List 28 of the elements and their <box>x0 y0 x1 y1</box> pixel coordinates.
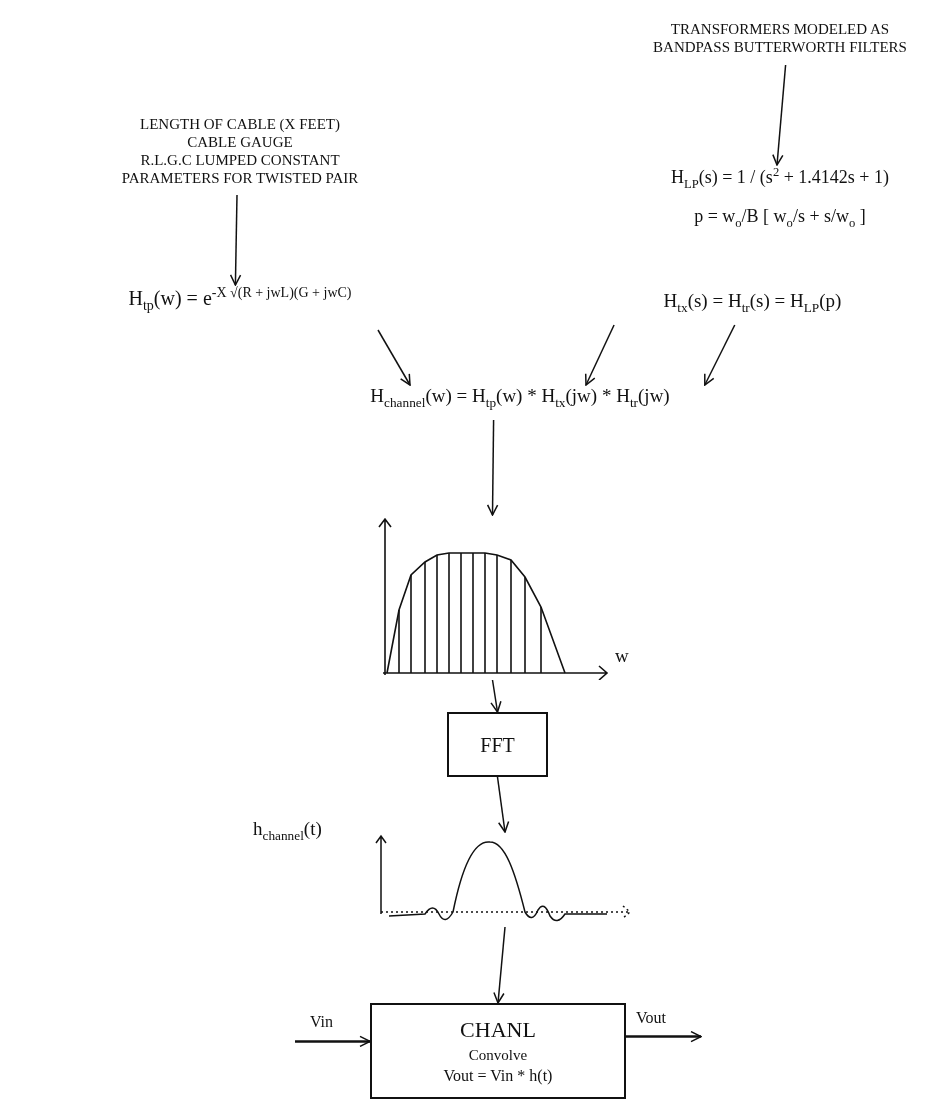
arrow <box>496 776 510 833</box>
box-label: Convolve <box>468 1045 528 1064</box>
formula: H$_{tx}$(s) = H$_{tr}$(s) = H$_{LP}$(p) <box>663 290 842 316</box>
process-box <box>447 712 548 777</box>
axis-label: w <box>615 645 629 667</box>
arrow <box>493 926 506 1004</box>
arrow <box>584 324 615 386</box>
arrow <box>377 329 411 386</box>
formula: H$_{channel}$(w) = H$_{tp}$(w) * H$_{tx}$(jw) * H$_{tr}$(jw) <box>370 385 670 411</box>
box-label: CHANL <box>460 1017 536 1044</box>
annotation-text: TRANSFORMERS MODELED AS BANDPASS BUTTERWORTH FILTERS <box>652 20 908 56</box>
arrow <box>486 419 499 516</box>
formula: p = w$_{o}$/B [ w$_{o}$/s + s/w$_{o}$ ] <box>694 205 866 231</box>
axis-label: h$_{channel}$(t) <box>253 818 322 844</box>
formula: H$_{tp}$(w) = e$^{-X √(R + jwL)(G + jwC)}$ <box>128 285 352 315</box>
box-label: FFT <box>480 732 515 757</box>
arrow <box>704 324 736 386</box>
box-label: Vout = Vin * h(t) <box>443 1065 553 1085</box>
arrow <box>626 1030 702 1043</box>
arrow <box>490 679 502 713</box>
arrow <box>229 194 242 286</box>
formula: H$_{LP}$(s) = 1 / (s$^{2}$ + 1.4142s + 1) <box>671 165 889 192</box>
arrow <box>772 64 787 166</box>
annotation-text: R.L.G.C LUMPED CONSTANT PARAMETERS FOR TWISTED PAIR <box>120 151 360 187</box>
process-box <box>370 1003 626 1099</box>
arrow <box>295 1035 371 1048</box>
annotation-text: LENGTH OF CABLE (X FEET) <box>140 115 340 133</box>
annotation-text: CABLE GAUGE <box>187 133 293 151</box>
